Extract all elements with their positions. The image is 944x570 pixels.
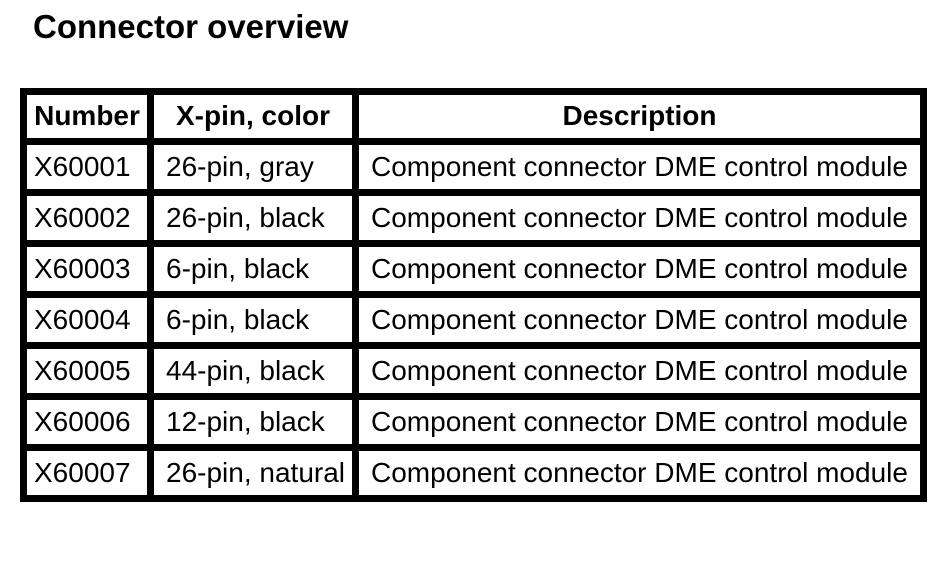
- cell-pin-color: 26-pin, black: [147, 189, 359, 247]
- cell-number: X60002: [20, 189, 154, 247]
- cell-number: X60001: [20, 138, 154, 196]
- cell-description: Component connector DME control module: [352, 189, 927, 247]
- cell-description: Component connector DME control module: [352, 444, 927, 502]
- cell-number: X60004: [20, 291, 154, 349]
- cell-description: Component connector DME control module: [352, 291, 927, 349]
- cell-number: X60006: [20, 393, 154, 451]
- column-header-pin-color: X-pin, color: [147, 88, 359, 145]
- cell-pin-color: 6-pin, black: [147, 291, 359, 349]
- cell-pin-color: 12-pin, black: [147, 393, 359, 451]
- table-row: X60003 6-pin, black Component connector …: [20, 240, 927, 298]
- table-row: X60004 6-pin, black Component connector …: [20, 291, 927, 349]
- connector-overview-table: Number X-pin, color Description X60001 2…: [20, 88, 927, 502]
- column-header-description: Description: [352, 88, 927, 145]
- cell-pin-color: 26-pin, natural: [147, 444, 359, 502]
- column-header-number: Number: [20, 88, 154, 145]
- cell-pin-color: 26-pin, gray: [147, 138, 359, 196]
- cell-number: X60005: [20, 342, 154, 400]
- cell-number: X60007: [20, 444, 154, 502]
- table-row: X60001 26-pin, gray Component connector …: [20, 138, 927, 196]
- table-row: X60007 26-pin, natural Component connect…: [20, 444, 927, 502]
- cell-pin-color: 6-pin, black: [147, 240, 359, 298]
- table-row: X60002 26-pin, black Component connector…: [20, 189, 927, 247]
- table-row: X60005 44-pin, black Component connector…: [20, 342, 927, 400]
- table-row: X60006 12-pin, black Component connector…: [20, 393, 927, 451]
- cell-pin-color: 44-pin, black: [147, 342, 359, 400]
- cell-number: X60003: [20, 240, 154, 298]
- cell-description: Component connector DME control module: [352, 393, 927, 451]
- header-row: Number X-pin, color Description: [20, 88, 927, 145]
- cell-description: Component connector DME control module: [352, 138, 927, 196]
- cell-description: Component connector DME control module: [352, 240, 927, 298]
- cell-description: Component connector DME control module: [352, 342, 927, 400]
- page-title: Connector overview: [33, 8, 349, 45]
